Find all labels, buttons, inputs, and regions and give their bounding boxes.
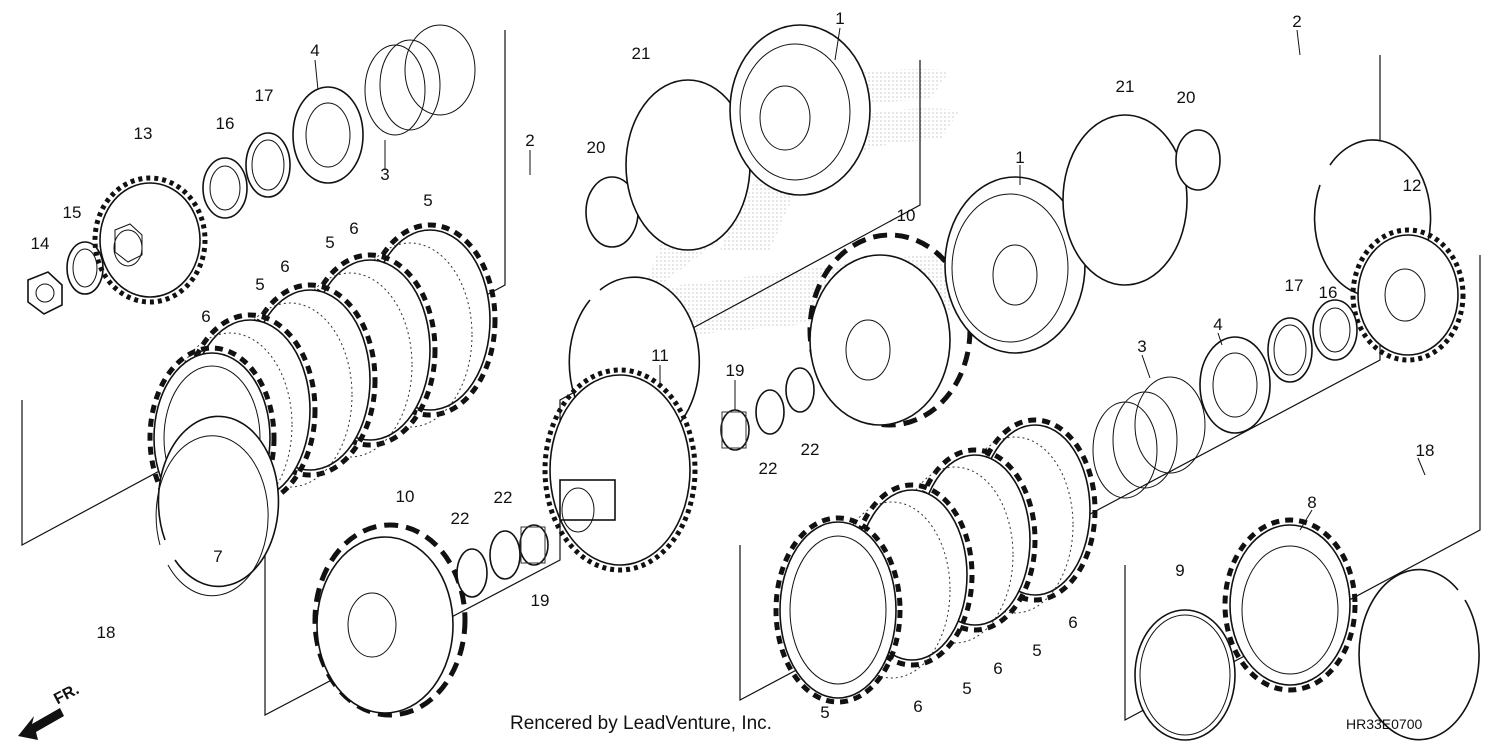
- callout-17: 17: [255, 86, 274, 105]
- callout-6: 6: [349, 219, 358, 238]
- diagram-code: HR33E0700: [1346, 716, 1423, 732]
- callout-19: 19: [726, 361, 745, 380]
- part-clutch-drum-10b[interactable]: [312, 522, 468, 718]
- part-snap-ring-18b[interactable]: [1358, 568, 1480, 741]
- callout-5: 5: [325, 233, 334, 252]
- callout-4: 4: [310, 41, 319, 60]
- part-needle-bearing-19b[interactable]: [519, 524, 549, 566]
- callout-9: 9: [1175, 561, 1184, 580]
- callout-3: 3: [380, 165, 389, 184]
- part-clutch-drum-10a[interactable]: [807, 232, 973, 428]
- front-arrow-icon: [18, 708, 64, 740]
- callout-7: 7: [213, 547, 222, 566]
- part-snap-ring-17b[interactable]: [1267, 317, 1313, 383]
- part-o-ring-20b[interactable]: [1175, 129, 1221, 191]
- part-spring-plate-4a[interactable]: [292, 86, 364, 184]
- callout-5: 5: [962, 679, 971, 698]
- callout-18: 18: [97, 623, 116, 642]
- callout-6: 6: [201, 307, 210, 326]
- part-gear-13[interactable]: [92, 175, 208, 305]
- callout-21: 21: [1116, 77, 1135, 96]
- callout-12: 12: [1403, 176, 1422, 195]
- callout-20: 20: [587, 138, 606, 157]
- part-spring-3b[interactable]: [1092, 376, 1206, 499]
- callout-13: 13: [134, 124, 153, 143]
- callout-15: 15: [63, 203, 82, 222]
- callout-14: 14: [31, 234, 50, 253]
- callout-2: 2: [1292, 12, 1301, 31]
- callout-10: 10: [897, 206, 916, 225]
- part-lock-nut[interactable]: [27, 271, 63, 315]
- part-thrust-washer-22b[interactable]: [785, 367, 815, 413]
- leader-lines: [314, 27, 1426, 531]
- callout-5: 5: [820, 703, 829, 722]
- part-needle-bearing-19a[interactable]: [720, 409, 750, 451]
- callout-21: 21: [632, 44, 651, 63]
- callout-20: 20: [1177, 88, 1196, 107]
- callout-22: 22: [451, 509, 470, 528]
- part-collar-16a[interactable]: [202, 157, 248, 219]
- part-snap-ring-18a[interactable]: [155, 415, 280, 597]
- part-thrust-washer-22a[interactable]: [755, 389, 785, 435]
- part-spring-plate-4b[interactable]: [1199, 336, 1271, 434]
- callout-6: 6: [913, 697, 922, 716]
- callout-10: 10: [396, 487, 415, 506]
- part-washer-15[interactable]: [66, 241, 104, 295]
- callout-3: 3: [1137, 337, 1146, 356]
- callout-4: 4: [1213, 315, 1222, 334]
- callout-5: 5: [1032, 641, 1041, 660]
- part-thrust-washer-22d[interactable]: [489, 530, 521, 580]
- callout-22: 22: [494, 488, 513, 507]
- part-collar-16b[interactable]: [1312, 299, 1358, 361]
- part-spring-3a[interactable]: [364, 24, 476, 136]
- render-credit: Rencered by LeadVenture, Inc.: [510, 713, 772, 734]
- part-thrust-washer-22c[interactable]: [456, 548, 488, 598]
- callout-17: 17: [1285, 276, 1304, 295]
- callout-5: 5: [423, 191, 432, 210]
- callout-5: 5: [255, 275, 264, 294]
- callout-6: 6: [280, 257, 289, 276]
- part-snap-ring-17a[interactable]: [245, 132, 291, 198]
- callout-22: 22: [759, 459, 778, 478]
- callout-1: 1: [1015, 148, 1024, 167]
- part-clutch-stack-right[interactable]: [773, 417, 1098, 705]
- callout-labels: 1 1 2 2 3 3 4 4 5 5 5 5 5 5 6 6 6 6 6 6 …: [31, 9, 1435, 722]
- part-snap-ring-9[interactable]: [1134, 609, 1236, 741]
- callout-6: 6: [993, 659, 1002, 678]
- callout-16: 16: [216, 114, 235, 133]
- callout-18: 18: [1416, 441, 1435, 460]
- callout-2: 2: [525, 131, 534, 150]
- callout-16: 16: [1319, 283, 1338, 302]
- callout-8: 8: [1307, 493, 1316, 512]
- callout-6: 6: [1068, 613, 1077, 632]
- callout-22: 22: [801, 440, 820, 459]
- part-gear-11[interactable]: [542, 367, 698, 573]
- part-gear-12[interactable]: [1350, 227, 1466, 363]
- callout-11: 11: [651, 346, 669, 365]
- part-o-ring-21b[interactable]: [1062, 114, 1188, 286]
- callout-1: 1: [835, 9, 844, 28]
- part-end-plate-8[interactable]: [1222, 517, 1358, 693]
- part-clutch-piston-1a[interactable]: [729, 24, 871, 196]
- callout-19: 19: [531, 591, 550, 610]
